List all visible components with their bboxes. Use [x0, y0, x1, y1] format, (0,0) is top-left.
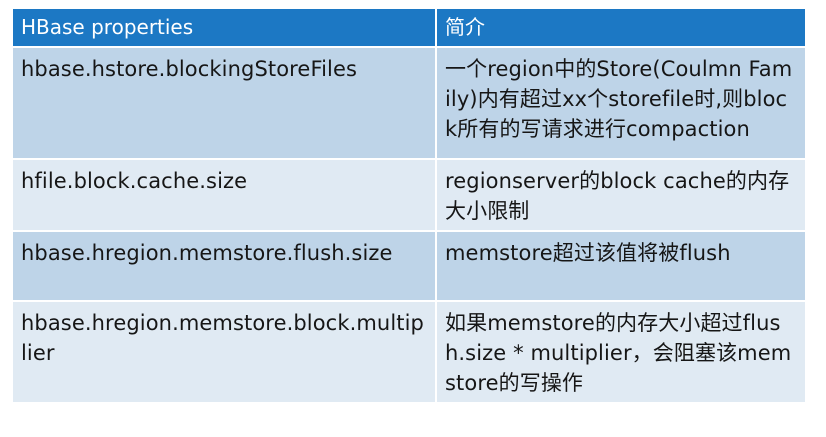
table-header-row: HBase properties 简介 [11, 7, 807, 48]
header-property: HBase properties [11, 7, 437, 48]
table-row: hfile.block.cache.size regionserver的bloc… [11, 158, 807, 232]
property-description: 如果memstore的内存大小超过flush.size * multiplier… [435, 300, 807, 404]
property-description: 一个region中的Store(Coulmn Family)内有超过xx个sto… [435, 46, 807, 160]
property-description: memstore超过该值将被flush [435, 230, 807, 302]
property-name: hfile.block.cache.size [11, 158, 437, 232]
header-description: 简介 [435, 7, 807, 48]
hbase-properties-table: HBase properties 简介 hbase.hstore.blockin… [11, 7, 807, 404]
property-name: hbase.hregion.memstore.block.multiplier [11, 300, 437, 404]
table-row: hbase.hstore.blockingStoreFiles 一个region… [11, 46, 807, 160]
property-description: regionserver的block cache的内存大小限制 [435, 158, 807, 232]
table-row: hbase.hregion.memstore.flush.size memsto… [11, 230, 807, 302]
property-name: hbase.hstore.blockingStoreFiles [11, 46, 437, 160]
table-row: hbase.hregion.memstore.block.multiplier … [11, 300, 807, 404]
property-name: hbase.hregion.memstore.flush.size [11, 230, 437, 302]
